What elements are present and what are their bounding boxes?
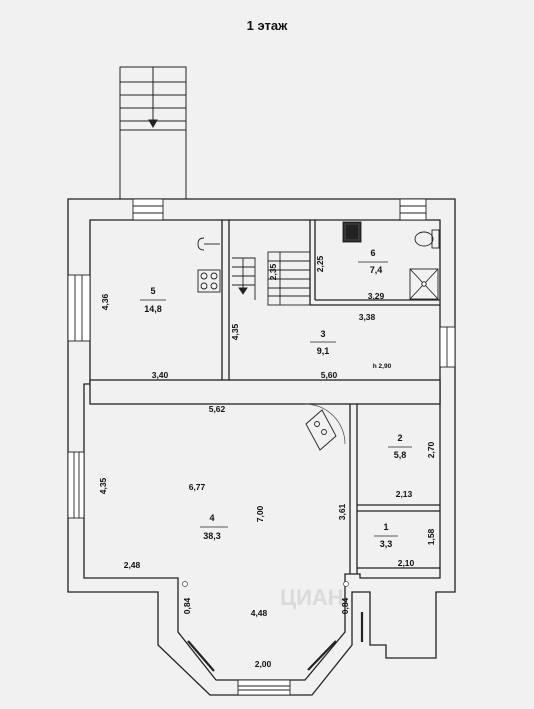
dim-5-60: 5,60 <box>321 370 338 380</box>
dim-3-61: 3,61 <box>337 503 347 520</box>
dim-3-38: 3,38 <box>359 312 376 322</box>
dim-3-40: 3,40 <box>152 370 169 380</box>
room-labels: 5 14,8 6 7,4 3 9,1 4 38,3 2 5,8 1 3,3 h … <box>144 248 406 549</box>
interior-walls <box>89 220 441 574</box>
watermark: ЦИАН <box>280 585 344 610</box>
dimension-labels: 4,36 4,35 2,35 2,25 3,29 3,38 3,40 5,60 … <box>98 255 436 669</box>
dim-4-35-upper: 4,35 <box>230 323 240 340</box>
dim-4-36: 4,36 <box>100 293 110 310</box>
room-6-area: 7,4 <box>370 265 383 275</box>
floor-title: 1 этаж <box>246 18 288 33</box>
room-5-area: 14,8 <box>144 304 162 314</box>
dim-2-13: 2,13 <box>396 489 413 499</box>
dim-2-00: 2,00 <box>255 659 272 669</box>
room-4-number: 4 <box>209 513 214 523</box>
dim-0-84-left: 0,84 <box>182 597 192 614</box>
dim-7-00: 7,00 <box>255 505 265 522</box>
dim-4-48: 4,48 <box>251 608 268 618</box>
dim-0-84-right: 0,84 <box>340 597 350 614</box>
dim-2-35: 2,35 <box>268 263 278 280</box>
room-1-number: 1 <box>383 522 388 532</box>
dim-2-48: 2,48 <box>124 560 141 570</box>
dim-2-10: 2,10 <box>398 558 415 568</box>
bay-window-sashes <box>187 612 364 672</box>
windows <box>67 198 456 696</box>
entrance-stairs <box>119 66 187 200</box>
room-6-number: 6 <box>370 248 375 258</box>
fixtures <box>197 221 440 451</box>
dim-2-70: 2,70 <box>426 441 436 458</box>
room-3-number: 3 <box>320 329 325 339</box>
door-arcs <box>182 403 349 587</box>
dim-5-62: 5,62 <box>209 404 226 414</box>
dim-4-35-lower: 4,35 <box>98 477 108 494</box>
ceiling-height: h 2,90 <box>373 363 392 370</box>
room-5-number: 5 <box>150 286 155 296</box>
internal-stairs <box>232 251 311 306</box>
dim-3-29: 3,29 <box>368 291 385 301</box>
room-4-area: 38,3 <box>203 531 221 541</box>
area-underlines <box>140 261 412 537</box>
dim-2-25: 2,25 <box>315 255 325 272</box>
dim-1-58: 1,58 <box>426 528 436 545</box>
room-1-area: 3,3 <box>380 539 393 549</box>
room-2-area: 5,8 <box>394 450 407 460</box>
room-2-number: 2 <box>397 433 402 443</box>
room-3-area: 9,1 <box>317 346 330 356</box>
dim-6-77: 6,77 <box>189 482 206 492</box>
